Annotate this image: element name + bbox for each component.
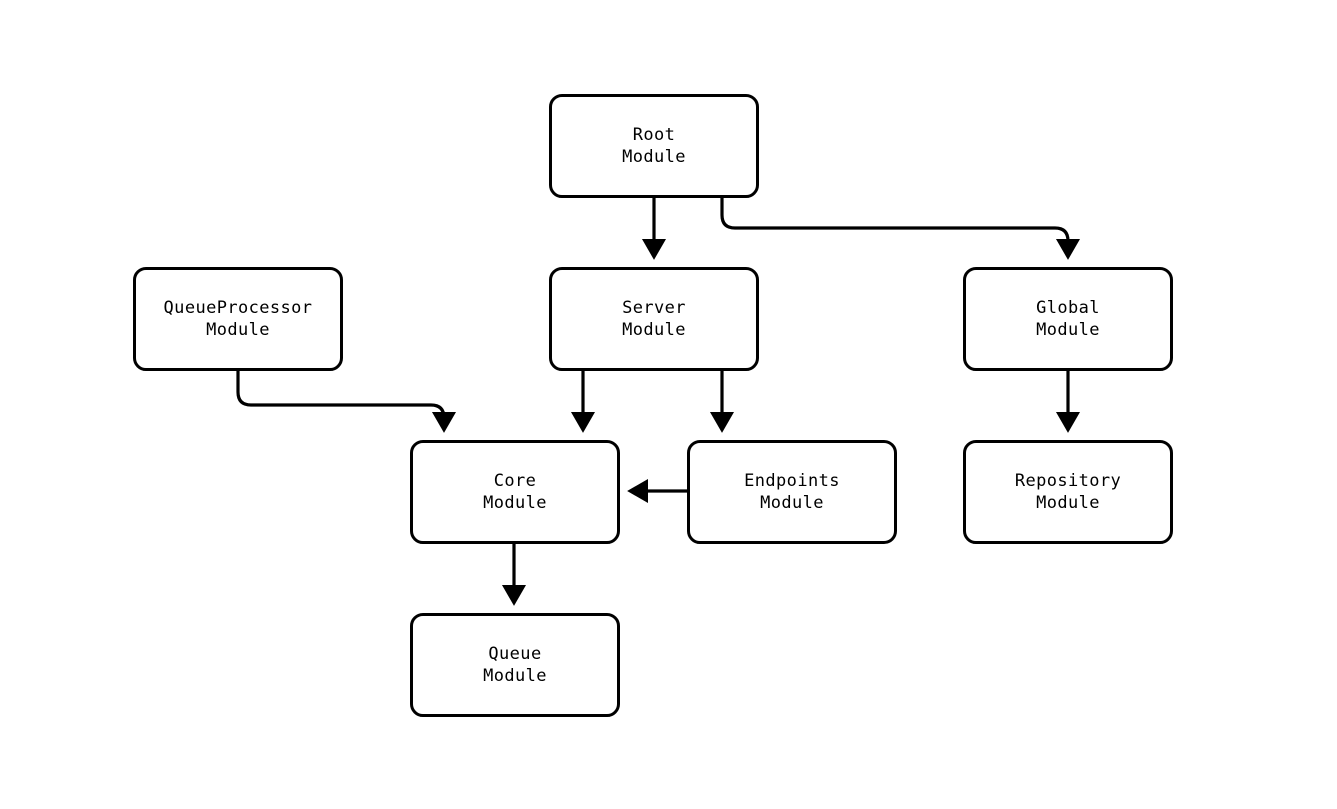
edge-root-to-global xyxy=(720,198,1081,260)
node-queue-name: Queue xyxy=(488,644,542,664)
node-queueprocessor-name: QueueProcessor xyxy=(163,298,313,318)
edges-group xyxy=(236,198,1081,606)
node-core-suffix: Module xyxy=(483,493,547,513)
node-root-suffix: Module xyxy=(622,147,686,167)
node-root-name: Root xyxy=(632,125,676,145)
node-repository-name: Repository xyxy=(1014,471,1122,491)
node-queueprocessor-suffix: Module xyxy=(206,320,270,340)
node-endpoints-suffix: Module xyxy=(760,493,824,513)
node-server-name: Server xyxy=(622,298,686,318)
node-global-name: Global xyxy=(1036,298,1100,318)
node-endpoints-name: Endpoints xyxy=(744,471,840,491)
node-core-name: Core xyxy=(493,471,537,491)
edge-queueprocessor-to-core xyxy=(236,371,457,433)
node-repository-suffix: Module xyxy=(1036,493,1100,513)
node-global-suffix: Module xyxy=(1036,320,1100,340)
node-server-suffix: Module xyxy=(622,320,686,340)
node-queue-suffix: Module xyxy=(483,666,547,686)
